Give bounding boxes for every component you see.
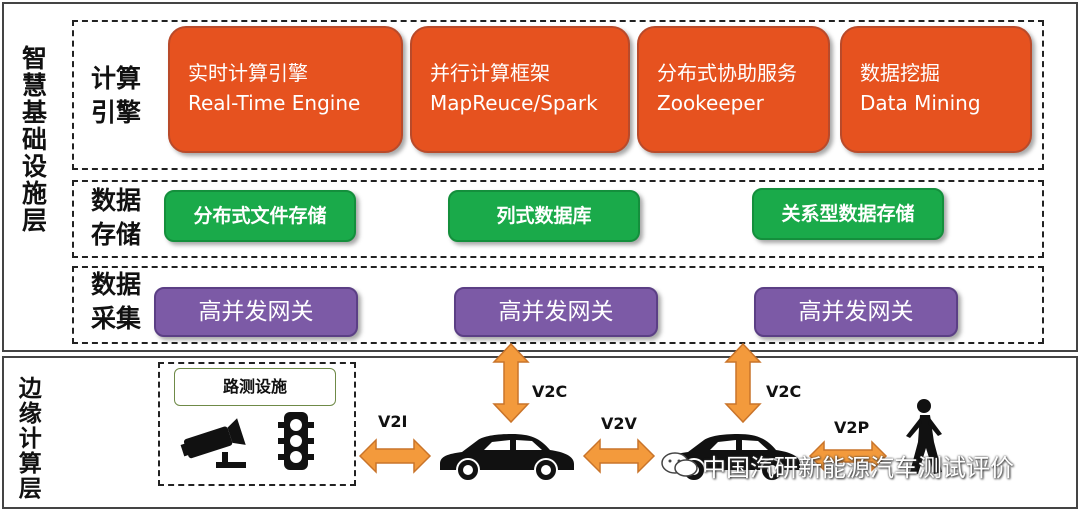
roadside-facility-label: 路测设施 bbox=[222, 377, 287, 396]
storage-box-relational: 关系型数据存储 bbox=[752, 188, 944, 240]
compute-box-cn: 数据挖掘 bbox=[860, 61, 940, 85]
compute-row bbox=[72, 20, 1044, 170]
roadside-facility-label-box: 路测设施 bbox=[174, 368, 336, 406]
v2v-arrow bbox=[582, 438, 656, 474]
v2p-arrow bbox=[808, 440, 888, 472]
v2c-label-left: V2C bbox=[532, 382, 568, 401]
compute-box-cn: 并行计算框架 bbox=[430, 61, 550, 85]
collection-row bbox=[72, 266, 1044, 344]
compute-box-cn: 分布式协助服务 bbox=[657, 61, 797, 85]
collection-row-label: 数据采集 bbox=[90, 270, 141, 333]
compute-box-en: MapReuce/Spark bbox=[430, 91, 598, 115]
storage-box-columnar-db: 列式数据库 bbox=[448, 190, 640, 242]
infrastructure-layer bbox=[2, 2, 1078, 352]
watermark-text: 中国汽研新能源汽车测试评价 bbox=[702, 454, 1014, 482]
edge-layer bbox=[2, 356, 1078, 509]
compute-row-label: 计算引擎 bbox=[90, 64, 141, 127]
storage-row bbox=[72, 180, 1044, 258]
compute-box-en: Zookeeper bbox=[657, 91, 764, 115]
compute-box-cn: 实时计算引擎 bbox=[188, 61, 308, 85]
edge-layer-title: 边缘计算层 bbox=[14, 376, 41, 501]
gateway-box-1: 高并发网关 bbox=[154, 287, 358, 337]
pedestrian-icon bbox=[906, 399, 942, 474]
traffic-light-icon bbox=[278, 412, 314, 470]
compute-box-en: Data Mining bbox=[860, 91, 981, 115]
compute-box-zookeeper: 分布式协助服务 Zookeeper bbox=[637, 26, 830, 153]
compute-box-en: Real-Time Engine bbox=[188, 91, 361, 115]
v2i-arrow bbox=[358, 438, 432, 474]
compute-box-realtime-engine: 实时计算引擎 Real-Time Engine bbox=[168, 26, 403, 153]
car-icon bbox=[440, 434, 574, 482]
storage-box-distributed-file: 分布式文件存储 bbox=[164, 190, 356, 242]
v2c-label-right: V2C bbox=[766, 382, 802, 401]
v2p-label: V2P bbox=[834, 418, 870, 437]
wechat-icon bbox=[661, 452, 698, 477]
infrastructure-layer-title: 智慧基础设施层 bbox=[18, 45, 48, 234]
gateway-box-2: 高并发网关 bbox=[454, 287, 658, 337]
storage-row-label: 数据存储 bbox=[90, 186, 141, 249]
compute-box-parallel-framework: 并行计算框架 MapReuce/Spark bbox=[410, 26, 630, 153]
v2c-arrow-left bbox=[492, 342, 530, 424]
v2c-arrow-right bbox=[724, 342, 762, 424]
compute-box-data-mining: 数据挖掘 Data Mining bbox=[840, 26, 1032, 153]
roadside-facility-group bbox=[158, 362, 356, 486]
v2i-label: V2I bbox=[378, 412, 408, 431]
gateway-box-3: 高并发网关 bbox=[754, 287, 958, 337]
camera-icon bbox=[180, 418, 246, 468]
v2v-label: V2V bbox=[601, 414, 637, 433]
